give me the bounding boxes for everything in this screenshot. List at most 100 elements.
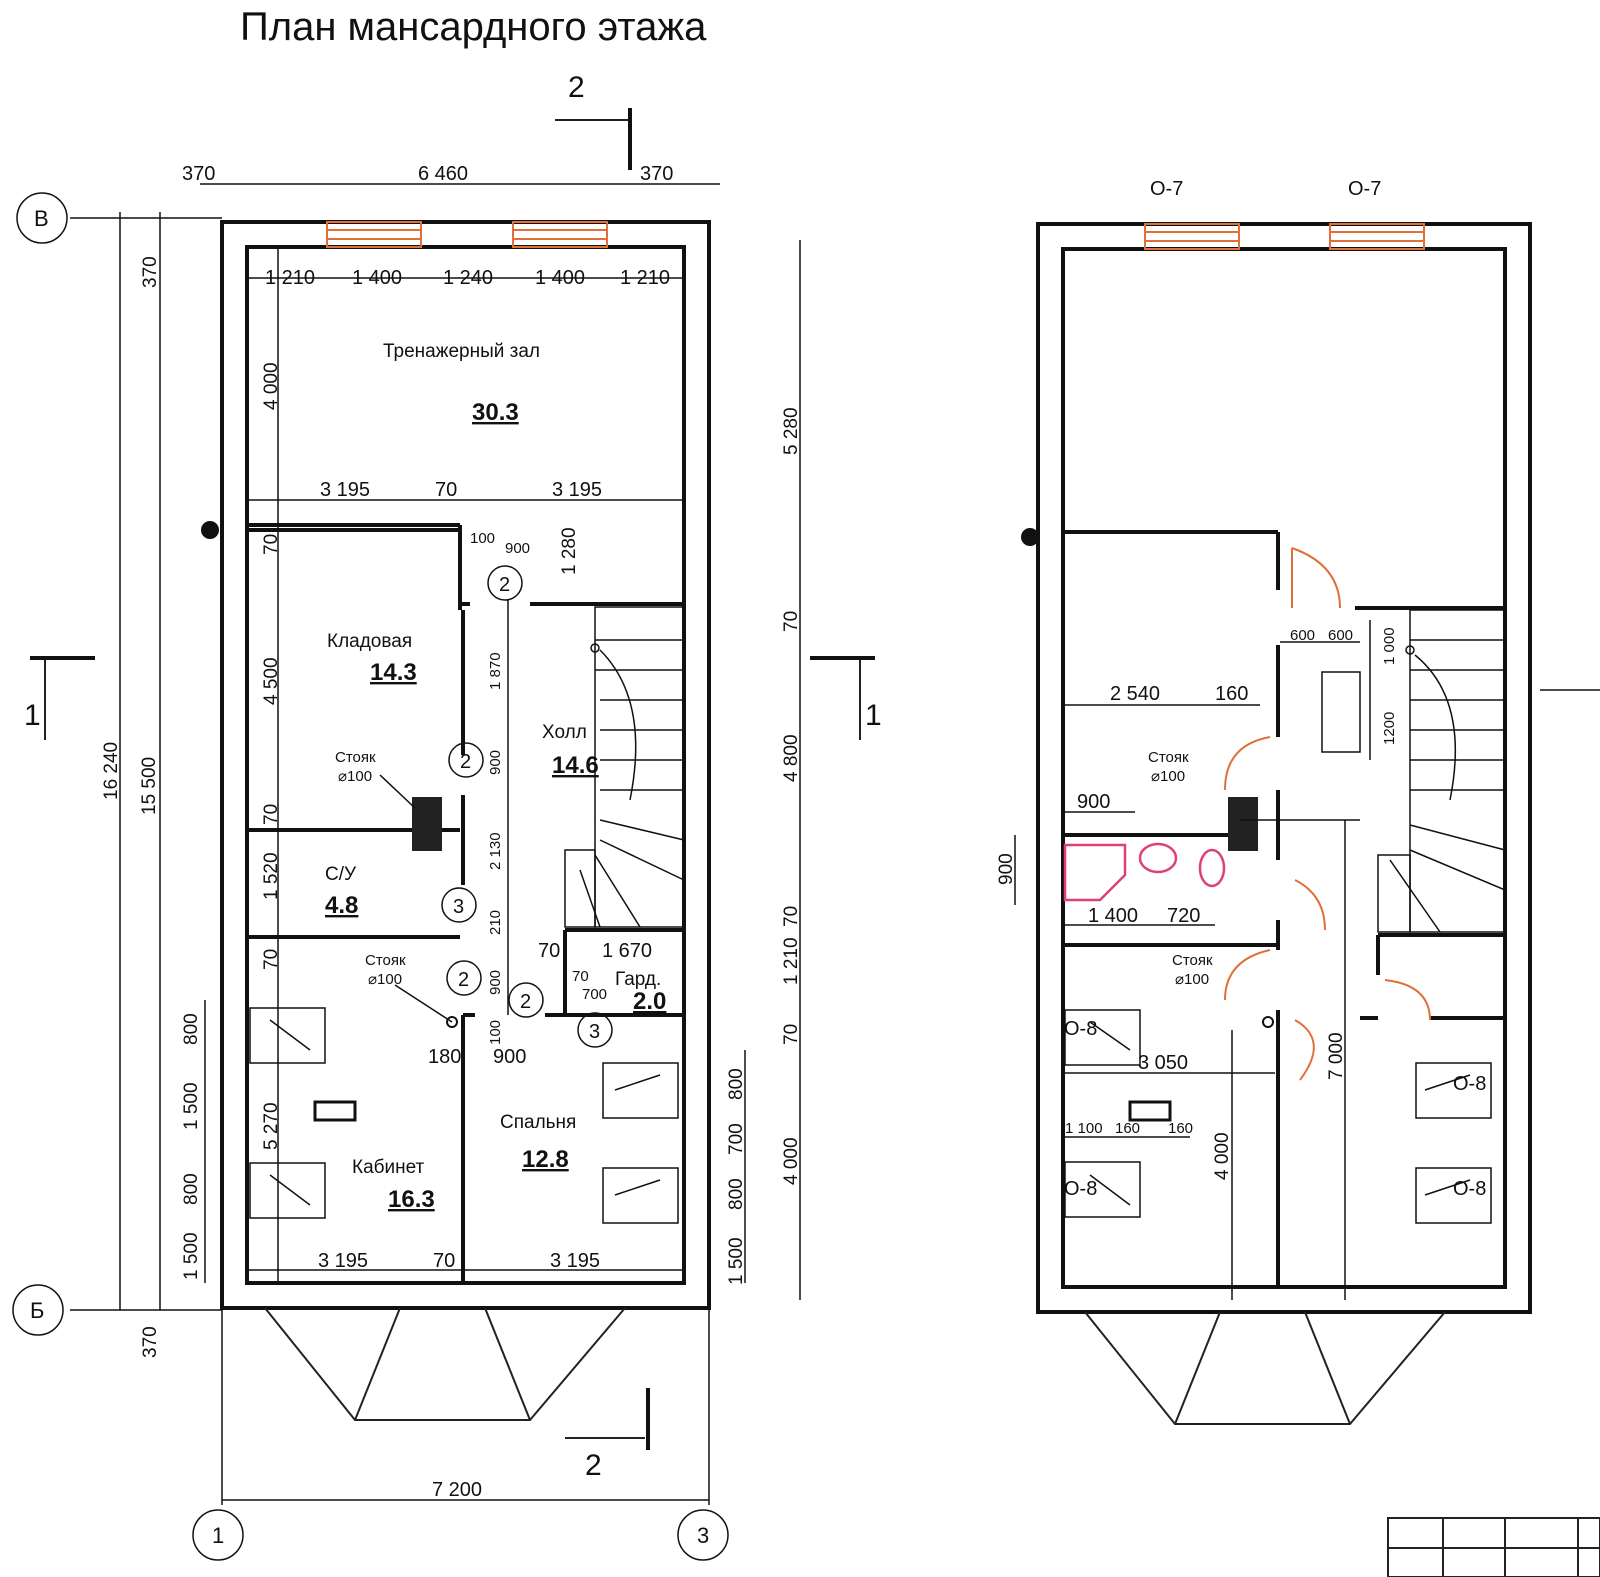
dim-r-70c: 70 [781, 1024, 802, 1045]
section-2-top: 2 [568, 71, 585, 104]
dim-hall-2130: 2 130 [487, 832, 504, 870]
room-wc-area: 4.8 [325, 892, 358, 919]
room-gym-name: Тренажерный зал [383, 341, 540, 362]
dim-l-70a: 70 [261, 534, 282, 555]
dim-lw-1500b: 1 500 [181, 1232, 202, 1280]
section-1-left: 1 [24, 699, 41, 732]
dim-top-right: 370 [640, 163, 673, 185]
riser-dia-1: ⌀100 [338, 768, 372, 785]
plan-title: План мансардного этажа [240, 5, 707, 49]
r-window-mark-2: О-7 [1348, 178, 1381, 200]
section-marks [30, 108, 875, 1450]
dim-bw-1500: 1 500 [726, 1237, 747, 1285]
dim-win-1: 1 210 [265, 267, 315, 289]
r-dim-1100: 1 100 [1065, 1120, 1103, 1137]
room-bedroom-name: Спальня [500, 1112, 576, 1133]
dim-win-2: 1 400 [352, 267, 402, 289]
door-tag-5: 2 [520, 991, 531, 1013]
r-riser-dia-1: ⌀100 [1151, 768, 1185, 785]
dim-gard-1670: 1 670 [602, 940, 652, 962]
r-riser-label-2: Стояк [1172, 952, 1213, 969]
dim-bed-180: 180 [428, 1046, 461, 1068]
r-room-windows [1064, 1009, 1492, 1224]
dim-top-left: 370 [182, 163, 215, 185]
r-top-windows [1144, 223, 1425, 250]
dim-left-total: 16 240 [101, 742, 122, 800]
axis-3: 3 [697, 1523, 709, 1548]
door-tag-circles [441, 565, 613, 1048]
r-dim-720: 720 [1167, 905, 1200, 927]
dim-hall-900b: 900 [487, 970, 504, 995]
top-windows [326, 221, 608, 248]
door-tag-3: 3 [453, 896, 464, 918]
dim-lw-1500a: 1 500 [181, 1082, 202, 1130]
dim-bw-800a: 800 [726, 1068, 747, 1100]
room-hall-name: Холл [542, 722, 587, 743]
risers [313, 774, 458, 1122]
door-tag-1: 2 [499, 574, 510, 596]
dim-l-4500: 4 500 [261, 657, 282, 705]
interior-walls [247, 523, 684, 1283]
section-2-bottom: 2 [585, 1449, 602, 1482]
axis-b: Б [30, 1298, 44, 1323]
room-hall-area: 14.6 [552, 752, 599, 779]
r-riser-block [1228, 797, 1258, 851]
room-gym-area: 30.3 [472, 399, 519, 426]
room-wardrobe-name: Гард. [615, 969, 661, 990]
r-dim-7000: 7 000 [1326, 1032, 1347, 1080]
dim-door-900: 900 [505, 540, 530, 557]
riser-label-1: Стояк [335, 749, 376, 766]
r-doors [1224, 547, 1431, 1081]
dim-bw-800b: 800 [726, 1178, 747, 1210]
dim-bottom-right: 3 195 [550, 1250, 600, 1272]
dim-bottom: 7 200 [432, 1479, 482, 1501]
r-dim-lines [1014, 528, 1371, 1300]
r-riser-label-1: Стояк [1148, 749, 1189, 766]
left-plan [12, 108, 875, 1561]
r-dim-1000: 1 000 [1381, 627, 1398, 665]
dim-left-bottom: 370 [140, 1326, 161, 1358]
bay-window [264, 1307, 626, 1421]
dimension-lines [70, 183, 801, 1505]
dim-hall-900a: 900 [487, 750, 504, 775]
r-dim-900h: 900 [1077, 791, 1110, 813]
r-dim-3050: 3 050 [1138, 1052, 1188, 1074]
dim-bed-900: 900 [493, 1046, 526, 1068]
r-o8-1: О-8 [1064, 1018, 1097, 1040]
dim-bw-700: 700 [726, 1123, 747, 1155]
dim-left-top: 370 [140, 256, 161, 288]
dim-win-3: 1 240 [443, 267, 493, 289]
dim-r-70a: 70 [781, 611, 802, 632]
dim-gard-700: 700 [582, 986, 607, 1003]
room-office-name: Кабинет [352, 1157, 425, 1178]
r-riser-dia-2: ⌀100 [1175, 971, 1209, 988]
dim-lw-800a: 800 [181, 1013, 202, 1045]
r-dim-1400: 1 400 [1088, 905, 1138, 927]
dim-r-4800: 4 800 [781, 734, 802, 782]
door-tag-6: 3 [589, 1021, 600, 1043]
r-dim-160a: 160 [1115, 1120, 1140, 1137]
r-o8-4: О-8 [1453, 1178, 1486, 1200]
dim-r-1210: 1 210 [781, 937, 802, 985]
r-dim-600a: 600 [1290, 627, 1315, 644]
room-bedroom-area: 12.8 [522, 1146, 569, 1173]
riser-label-2: Стояк [365, 952, 406, 969]
dim-door-100: 100 [470, 530, 495, 547]
dim-l-70c: 70 [261, 949, 282, 970]
r-bay-window [1084, 1311, 1446, 1425]
riser-block-1 [412, 797, 442, 851]
dim-hall-100: 100 [487, 1020, 504, 1045]
staircase [564, 606, 685, 928]
r-outer-wall-outer [1036, 222, 1532, 1314]
dim-l-5270: 5 270 [261, 1102, 282, 1150]
dim-door-1280: 1 280 [559, 527, 580, 575]
room-office-area: 16.3 [388, 1186, 435, 1213]
r-dim-160: 160 [1215, 683, 1248, 705]
door-tag-4: 2 [458, 969, 469, 991]
right-plan [1014, 222, 1600, 1577]
dim-left-inner: 15 500 [139, 757, 160, 815]
section-1-right: 1 [865, 699, 882, 732]
dim-r-5280: 5 280 [781, 407, 802, 455]
r-dim-4000: 4 000 [1212, 1132, 1233, 1180]
r-dim-2540: 2 540 [1110, 683, 1160, 705]
